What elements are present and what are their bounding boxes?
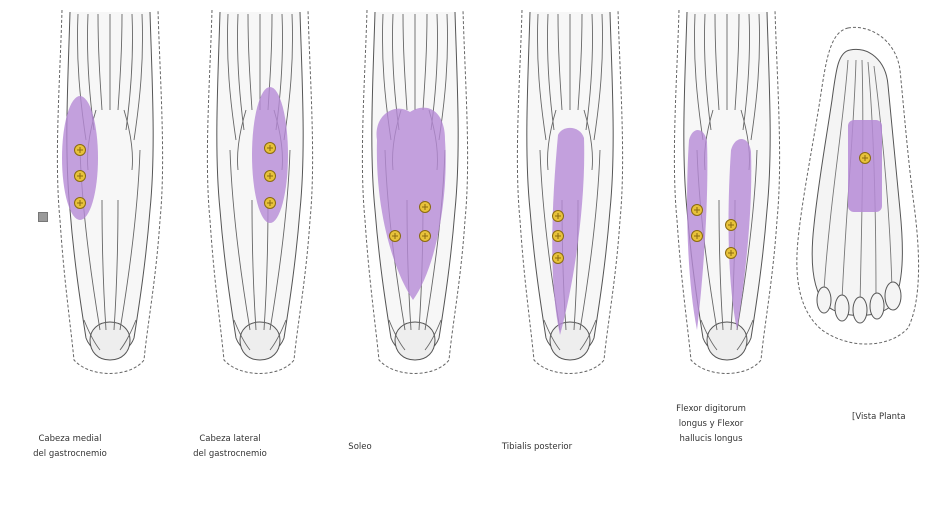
trigger-points <box>265 143 276 209</box>
trigger-point <box>420 202 431 213</box>
heel <box>550 322 590 360</box>
label-flexors: Flexor digitorum longus y Flexor halluci… <box>652 402 770 447</box>
heel <box>707 322 747 360</box>
leg-illustration-soleus <box>345 0 485 390</box>
leg-illustration-flexors <box>657 0 797 390</box>
trigger-point <box>692 231 703 242</box>
trigger-points <box>75 145 86 209</box>
trigger-points <box>553 211 564 264</box>
trigger-point <box>860 153 871 164</box>
muscle-highlight <box>848 120 882 212</box>
heel <box>90 322 130 360</box>
trigger-point <box>553 231 564 242</box>
heel <box>240 322 280 360</box>
panel-gastrocnemius-lateral <box>190 0 330 390</box>
trigger-point <box>265 143 276 154</box>
trigger-point <box>75 198 86 209</box>
trigger-point <box>726 248 737 259</box>
label-tibialis-posterior: Tibialis posterior <box>482 440 592 455</box>
label-gastrocnemius-lateral: Cabeza lateral del gastrocnemio <box>174 432 286 462</box>
leg-illustration-tibialis <box>500 0 640 390</box>
panel-tibialis-posterior <box>500 0 640 390</box>
label-gastrocnemius-medial: Cabeza medial del gastrocnemio <box>14 432 126 462</box>
trigger-point <box>553 253 564 264</box>
panel-soleus <box>345 0 485 390</box>
leg-illustration-medial <box>40 0 180 390</box>
trigger-point <box>75 171 86 182</box>
trigger-point <box>265 198 276 209</box>
panel-flexors <box>657 0 797 390</box>
heel <box>395 322 435 360</box>
panel-gastrocnemius-medial <box>40 0 180 390</box>
foot-illustration-plantar <box>790 0 927 390</box>
panel-plantar-view <box>790 0 927 390</box>
trigger-points <box>860 153 871 164</box>
trigger-point <box>726 220 737 231</box>
trigger-point <box>390 231 401 242</box>
label-soleus: Soleo <box>330 440 390 455</box>
trigger-point <box>75 145 86 156</box>
trigger-point <box>265 171 276 182</box>
trigger-point <box>420 231 431 242</box>
leg-illustration-lateral <box>190 0 330 390</box>
label-plantar-view: [Vista Planta <box>852 410 927 425</box>
trigger-point <box>692 205 703 216</box>
trigger-point <box>553 211 564 222</box>
